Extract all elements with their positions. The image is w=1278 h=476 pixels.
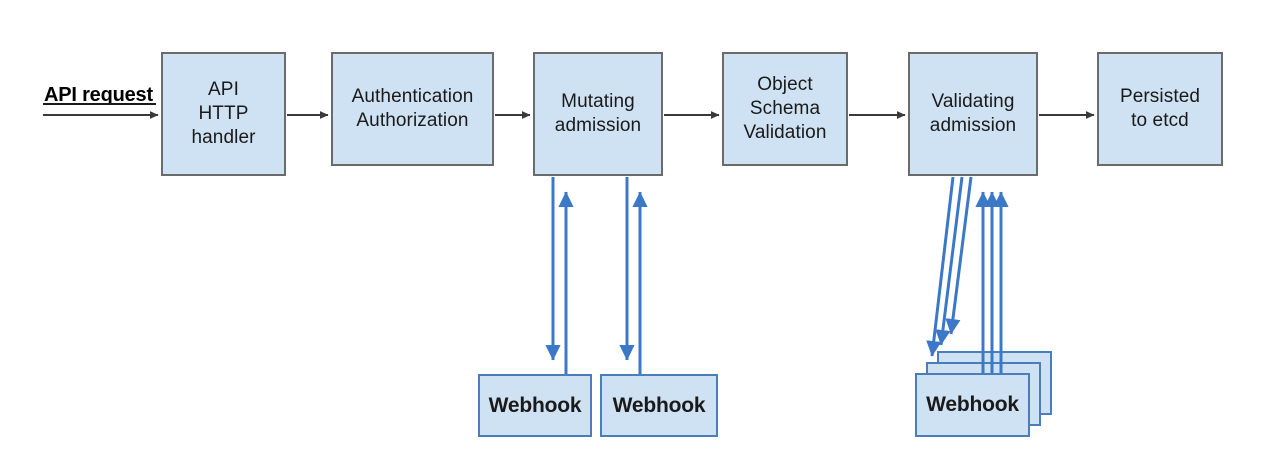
api-request-label: API request (44, 84, 153, 106)
stage-object-schema-validation[interactable]: Object Schema Validation (722, 52, 848, 166)
webhook-arrow-validating-to-webhook-stack-1 (945, 176, 973, 335)
stage-persisted-to-etcd[interactable]: Persisted to etcd (1097, 52, 1223, 166)
webhook-box-validating-front[interactable]: Webhook (915, 373, 1030, 437)
webhook-box-mutating-2[interactable]: Webhook (600, 374, 718, 437)
stage-mutating-admission[interactable]: Mutating admission (533, 52, 663, 176)
webhook-arrow-validating-to-webhook-stack-3 (926, 176, 955, 357)
stage-authentication-authorization[interactable]: Authentication Authorization (331, 52, 494, 166)
webhook-box-mutating-1[interactable]: Webhook (478, 374, 592, 437)
stage-api-http-handler[interactable]: API HTTP handler (161, 52, 286, 176)
webhook-arrow-validating-to-webhook-stack-2 (935, 176, 964, 346)
stage-validating-admission[interactable]: Validating admission (908, 52, 1038, 176)
